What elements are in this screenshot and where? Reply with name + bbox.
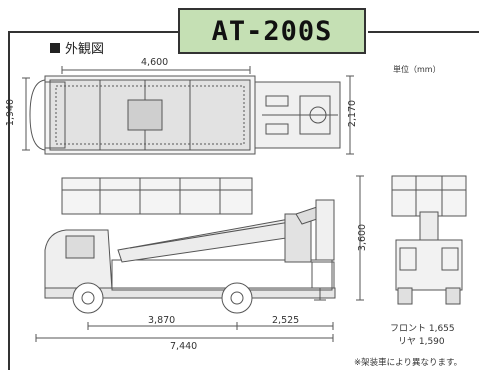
frame-top-border	[8, 31, 178, 33]
frame-top-border-right	[368, 31, 479, 33]
unit-label: 単位（mm）	[393, 65, 441, 74]
side-view	[44, 177, 336, 314]
front-tread-label: フロント 1,655	[390, 324, 455, 334]
body-width-dimension: 2,170	[347, 99, 359, 128]
top-view	[29, 75, 341, 155]
wheelbase-dimension: 3,870	[148, 315, 176, 326]
footnote: ※架装車により異なります。	[354, 358, 463, 368]
rear-tread-label: リヤ 1,590	[398, 337, 445, 347]
top-width-dimension: 1,940	[5, 98, 17, 127]
rear-view	[391, 175, 467, 305]
height-dimension: 3,600	[357, 223, 369, 252]
model-title: AT-200S	[178, 8, 366, 54]
overall-length-dimension: 7,440	[170, 341, 198, 352]
square-bullet-icon	[50, 42, 60, 53]
top-length-dimension: 4,600	[141, 57, 169, 68]
frame-left-border	[8, 31, 10, 370]
section-heading: 外観図	[50, 38, 104, 57]
section-heading-label: 外観図	[65, 42, 105, 57]
rear-overhang-dimension: 2,525	[272, 315, 300, 326]
